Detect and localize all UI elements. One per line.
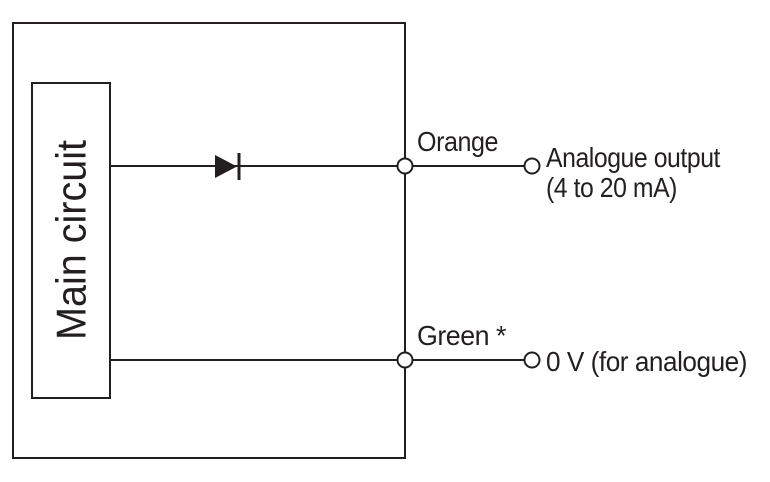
main-circuit-box	[31, 82, 111, 399]
main-circuit-label: Main circuit	[48, 140, 95, 340]
analogue-output-label: Analogue output	[546, 142, 721, 173]
zero-v-terminal-icon	[523, 351, 541, 369]
orange-wire-label: Orange	[417, 126, 498, 157]
green-wire-terminal-icon	[396, 351, 414, 369]
analogue-output-range-label: (4 to 20 mA)	[546, 172, 677, 203]
analogue-output-terminal-icon	[523, 157, 541, 175]
green-wire-label: Green *	[417, 320, 507, 351]
orange-wire-terminal-icon	[396, 157, 414, 175]
zero-v-label: 0 V (for analogue)	[546, 346, 747, 377]
diode-icon	[215, 155, 237, 178]
